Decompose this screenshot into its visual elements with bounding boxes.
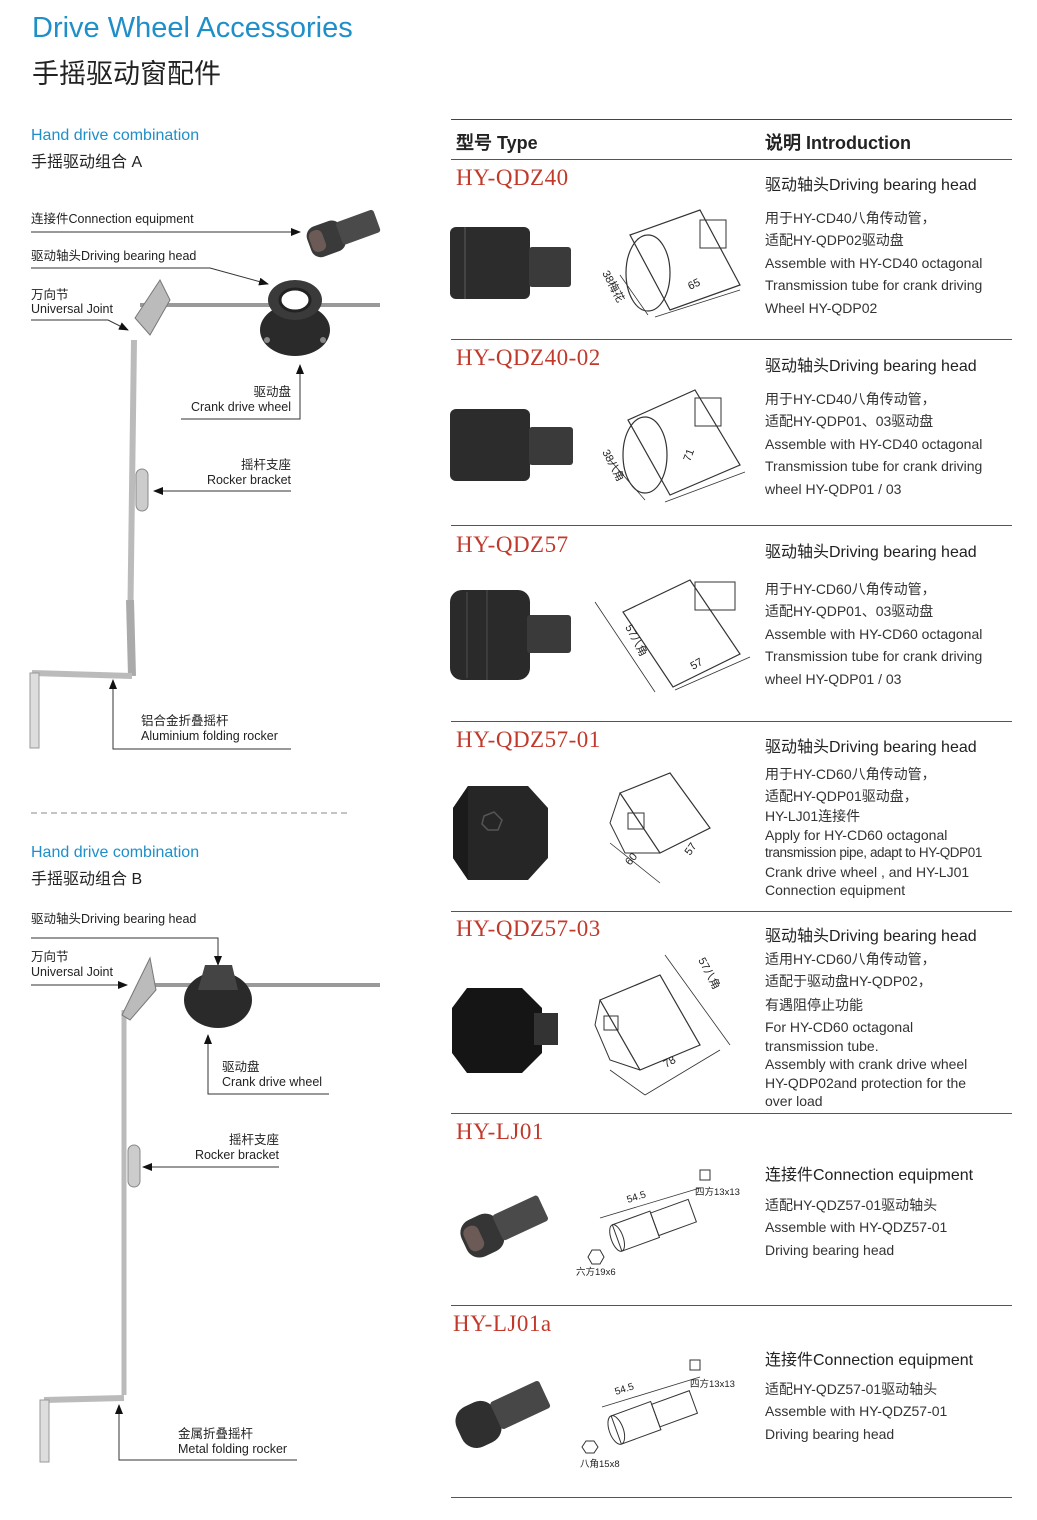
- dimension-label: 八角15x8: [580, 1458, 620, 1470]
- label-universal-joint-en: Universal Joint: [31, 302, 113, 316]
- intro-title: 驱动轴头Driving bearing head: [765, 928, 977, 945]
- label-b-universal-joint-cn: 万向节: [31, 950, 69, 964]
- row-rule: [451, 721, 1012, 722]
- page-title-en: Drive Wheel Accessories: [32, 12, 353, 44]
- product-photo-lj01a: [455, 1380, 551, 1448]
- dimension-label: 57: [689, 656, 706, 673]
- section-a-title-en: Hand drive combination: [31, 127, 200, 144]
- crank-drive-wheel-icon: [260, 280, 330, 356]
- technical-drawing-qdz40: 38梅花 65: [599, 209, 741, 318]
- label-folding-rocker-en: Aluminium folding rocker: [141, 729, 278, 743]
- technical-drawing-lj01: 54.5 四方13x13 六方19x6: [576, 1169, 740, 1278]
- model-name: HY-QDZ57-01: [456, 727, 601, 752]
- label-crank-drive-wheel-en: Crank drive wheel: [190, 400, 291, 414]
- label-b-driving-bearing-head: 驱动轴头Driving bearing head: [31, 912, 197, 926]
- intro-title: 连接件Connection equipment: [765, 1167, 974, 1184]
- row-rule: [451, 1113, 1012, 1114]
- dimension-label: 54.5: [626, 1189, 648, 1206]
- product-photo-qdz57-03: [452, 988, 558, 1073]
- label-driving-bearing-head: 驱动轴头Driving bearing head: [31, 249, 197, 263]
- product-photo-qdz40-02: [450, 409, 573, 481]
- dimension-label: 38梅花: [599, 268, 627, 305]
- intro-text: 用于HY-CD60八角传动管， 适配HY-QDP01、03驱动盘 Assembl…: [765, 581, 983, 687]
- dimension-label: 57: [683, 841, 700, 858]
- section-b-title-en: Hand drive combination: [31, 844, 200, 861]
- row-rule: [451, 1305, 1012, 1306]
- label-b-folding-rocker-en: Metal folding rocker: [178, 1442, 288, 1456]
- label-b-rocker-bracket-en: Rocker bracket: [194, 1148, 279, 1162]
- intro-title: 连接件Connection equipment: [765, 1352, 974, 1369]
- product-photo-qdz57-01: [453, 786, 548, 880]
- dimension-label: 65: [686, 277, 702, 293]
- page-title-cn: 手摇驱动窗配件: [32, 59, 221, 89]
- row-rule: [451, 339, 1012, 340]
- table-header-rule: [451, 159, 1012, 160]
- label-rocker-bracket-cn: 摇杆支座: [240, 458, 291, 472]
- crank-drive-wheel-b-icon: [184, 965, 252, 1028]
- universal-joint-icon: [134, 279, 171, 336]
- label-folding-rocker-cn: 铝合金折叠摇杆: [141, 714, 229, 728]
- universal-joint-b-icon: [121, 956, 157, 1021]
- intro-title: 驱动轴头Driving bearing head: [765, 739, 977, 756]
- dimension-label: 四方13x13: [690, 1378, 735, 1390]
- model-name: HY-QDZ57-03: [456, 916, 601, 941]
- dimension-label: 71: [682, 447, 697, 463]
- intro-text: 适用HY-CD60八角传动管， 适配于驱动盘HY-QDP02， 有遇阻停止功能 …: [765, 951, 968, 1109]
- table-top-rule: [451, 119, 1012, 120]
- rocker-bracket-icon: [135, 468, 149, 512]
- label-universal-joint-cn: 万向节: [31, 288, 69, 302]
- column-header-introduction: 说明 Introduction: [765, 133, 911, 153]
- label-rocker-bracket-en: Rocker bracket: [206, 473, 291, 487]
- dimension-label: 78: [662, 1054, 679, 1071]
- connection-equipment-icon: [306, 209, 381, 258]
- model-name: HY-QDZ57: [456, 532, 569, 557]
- intro-text: 适配HY-QDZ57-01驱动轴头 Assemble with HY-QDZ57…: [765, 1381, 948, 1442]
- dimension-label: 57八角: [622, 622, 650, 658]
- intro-title: 驱动轴头Driving bearing head: [765, 358, 977, 375]
- technical-drawing-lj01a: 54.5 四方13x13 八角15x8: [580, 1359, 735, 1470]
- technical-drawing-qdz57-01: 60 57: [609, 772, 711, 884]
- product-photo-qdz40: [450, 227, 571, 299]
- technical-drawing-qdz57: 57八角 57: [594, 579, 751, 693]
- dimension-label: 57八角: [695, 955, 723, 991]
- intro-title: 驱动轴头Driving bearing head: [765, 544, 977, 561]
- section-a-title-cn: 手摇驱动组合 A: [31, 154, 143, 171]
- column-header-type: 型号 Type: [456, 133, 538, 153]
- product-photo-lj01: [460, 1195, 548, 1258]
- dimension-label: 六方19x6: [576, 1266, 616, 1278]
- model-name: HY-LJ01a: [453, 1311, 552, 1336]
- intro-title: 驱动轴头Driving bearing head: [765, 177, 977, 194]
- rocker-bracket-b-icon: [127, 1144, 141, 1188]
- intro-text: 用于HY-CD40八角传动管， 适配HY-QDP01、03驱动盘 Assembl…: [765, 391, 983, 497]
- label-b-crank-drive-wheel-cn: 驱动盘: [222, 1060, 260, 1074]
- intro-text: 用于HY-CD40八角传动管， 适配HY-QDP02驱动盘 Assemble w…: [765, 210, 983, 316]
- technical-drawing-qdz57-03: 57八角 78: [594, 954, 731, 1096]
- label-b-universal-joint-en: Universal Joint: [31, 965, 113, 979]
- model-name: HY-LJ01: [456, 1119, 544, 1144]
- intro-text: 适配HY-QDZ57-01驱动轴头 Assemble with HY-QDZ57…: [765, 1197, 948, 1258]
- intro-text: 用于HY-CD60八角传动管， 适配HY-QDP01驱动盘， HY-LJ01连接…: [765, 766, 982, 898]
- dimension-label: 四方13x13: [695, 1186, 740, 1198]
- section-b-title-cn: 手摇驱动组合 B: [31, 871, 143, 888]
- label-b-crank-drive-wheel-en: Crank drive wheel: [222, 1075, 323, 1089]
- row-rule: [451, 1497, 1012, 1498]
- model-name: HY-QDZ40: [456, 165, 569, 190]
- row-rule: [451, 525, 1012, 526]
- technical-drawing-qdz40-02: 38八角 71: [599, 389, 746, 503]
- label-crank-drive-wheel-cn: 驱动盘: [253, 385, 291, 399]
- row-rule: [451, 911, 1012, 912]
- label-connection-equipment: 连接件Connection equipment: [31, 212, 194, 226]
- label-b-rocker-bracket-cn: 摇杆支座: [228, 1133, 279, 1147]
- product-photo-qdz57: [450, 590, 571, 680]
- model-name: HY-QDZ40-02: [456, 345, 601, 370]
- label-b-folding-rocker-cn: 金属折叠摇杆: [178, 1427, 254, 1441]
- dimension-label: 54.5: [614, 1381, 636, 1398]
